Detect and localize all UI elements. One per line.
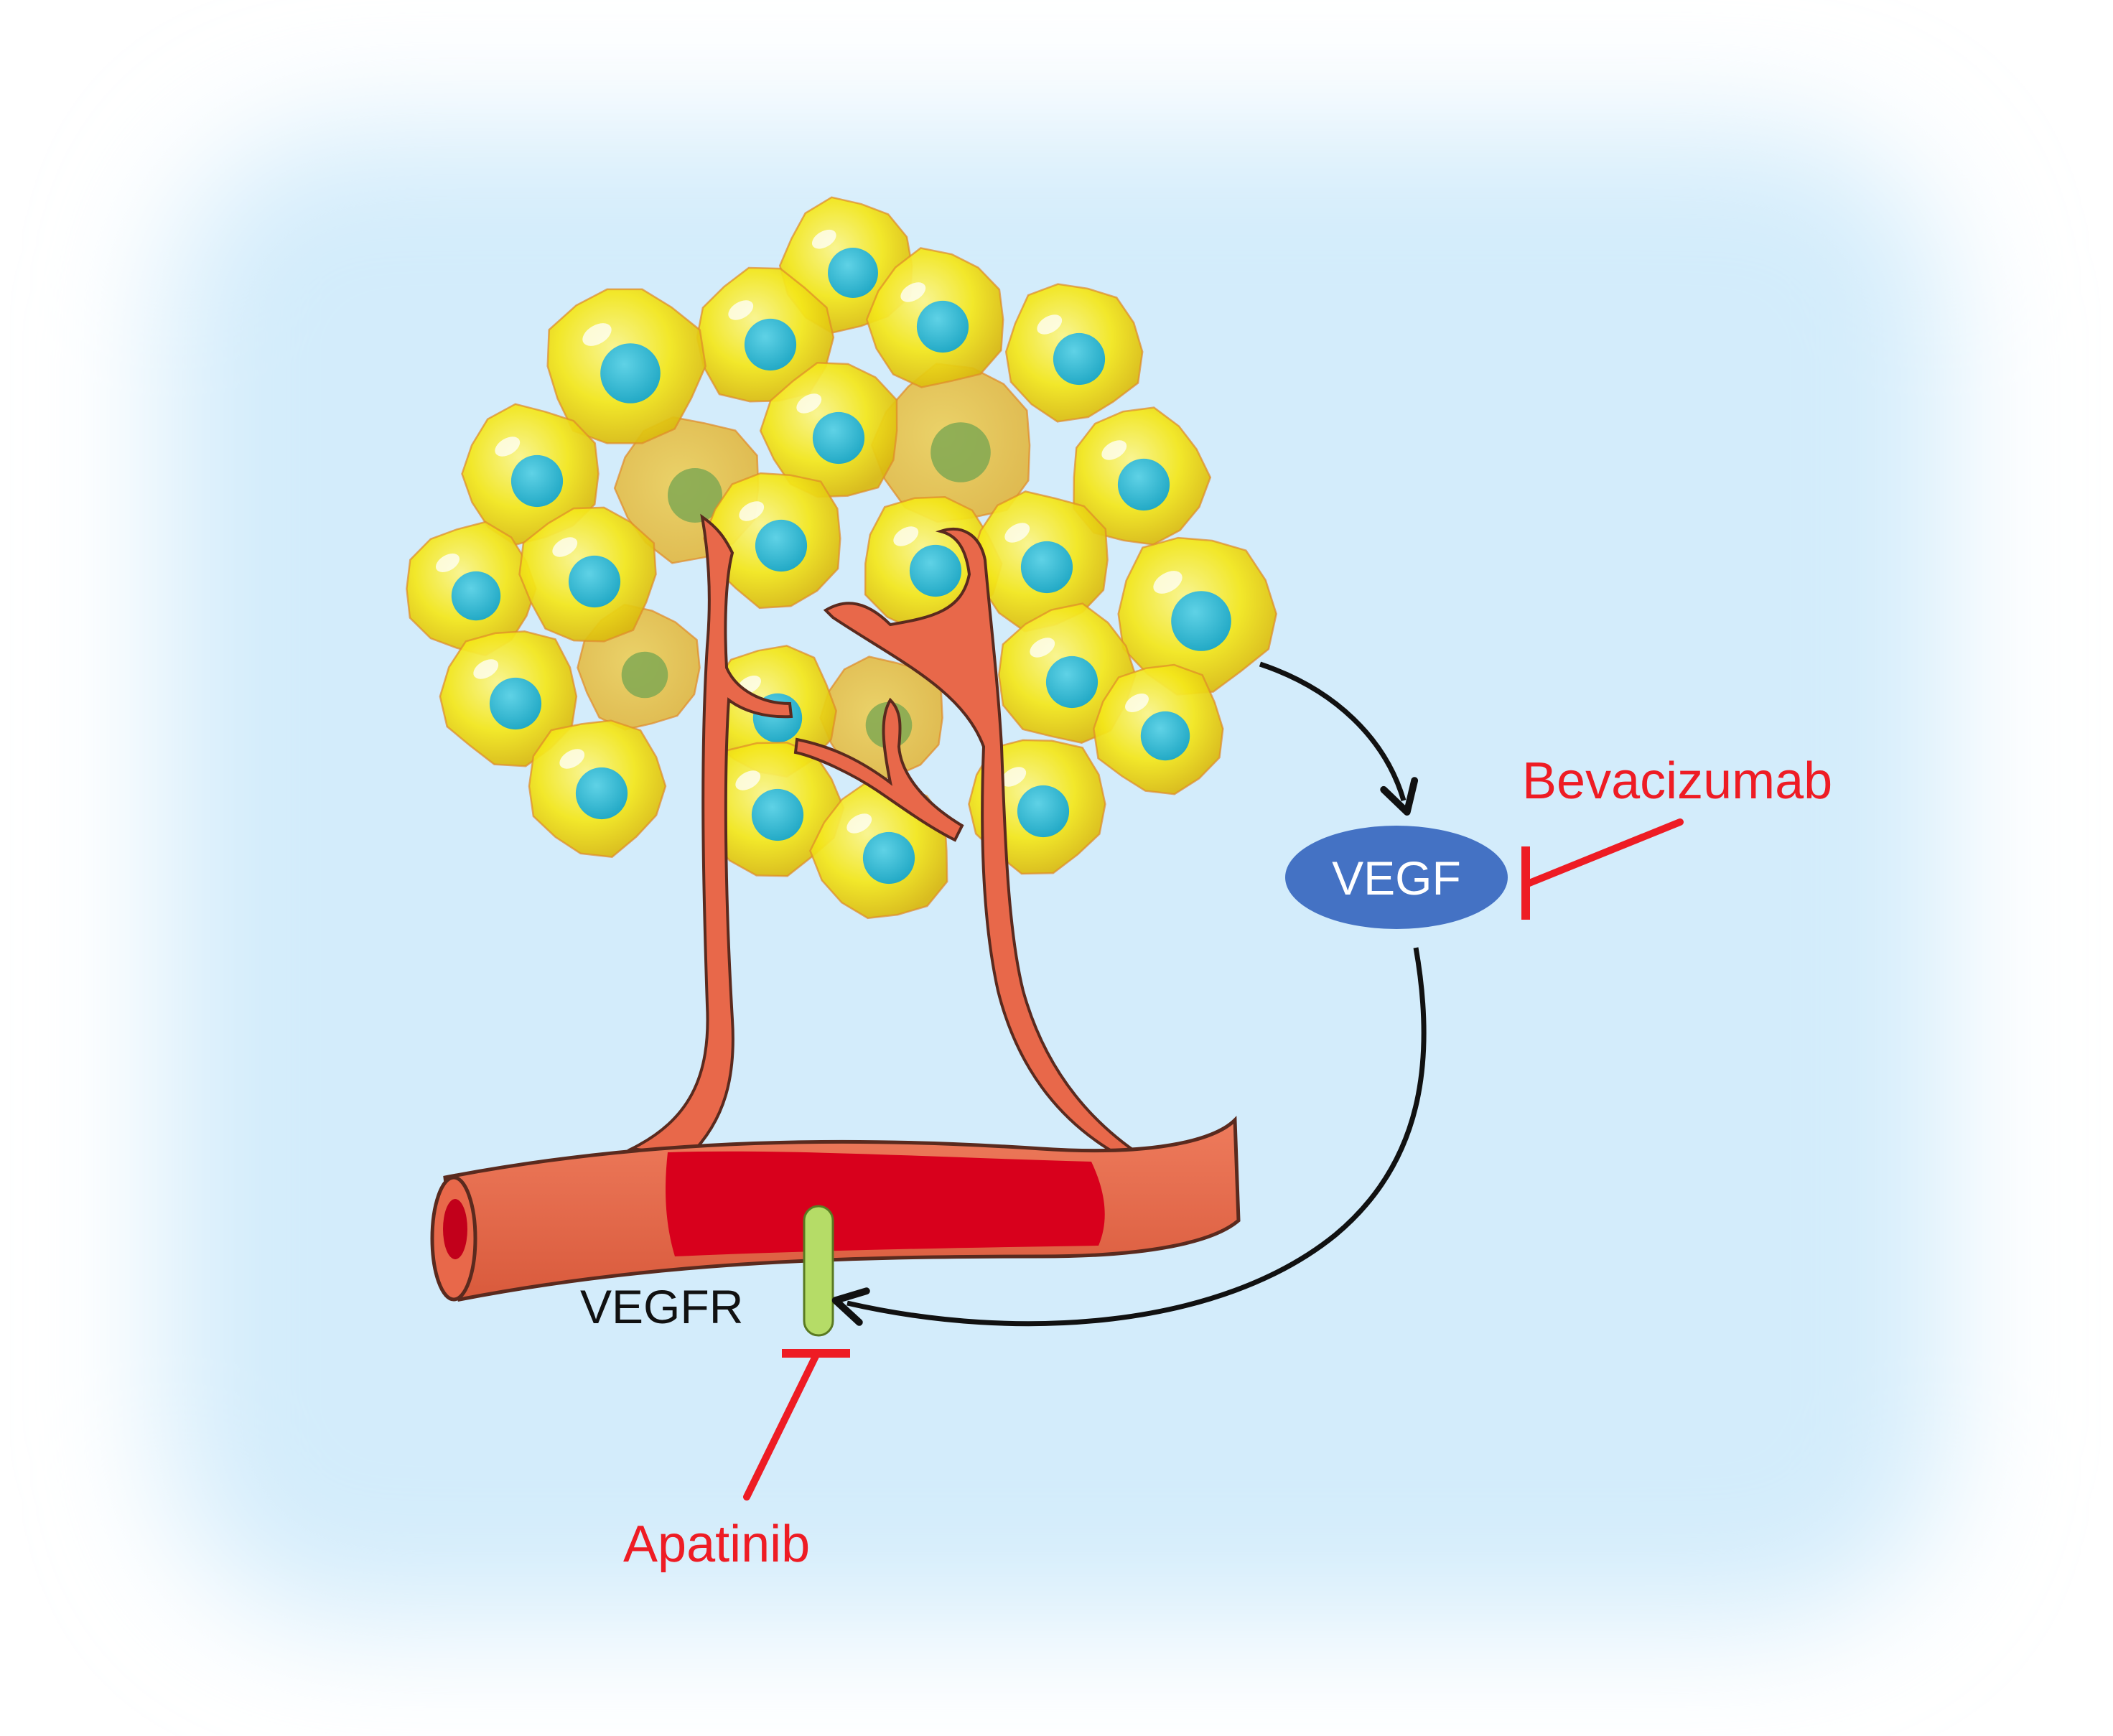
cell-nucleus [600, 343, 661, 403]
cell-nucleus [489, 677, 542, 730]
cell-nucleus [862, 831, 915, 885]
tumor-cell [702, 472, 841, 610]
cell-nucleus [916, 300, 969, 353]
cell-nucleus [1017, 785, 1070, 838]
tumor-cell [759, 362, 898, 498]
tumor-cell [528, 719, 667, 859]
tumor-cell [870, 363, 1031, 523]
vegf-ellipse [1285, 826, 1508, 929]
cell-highlight [1101, 440, 1127, 460]
apatinib-inhibition [743, 1349, 850, 1501]
cell-highlight [735, 770, 761, 790]
cell-nucleus [575, 767, 628, 820]
cell-highlight [552, 537, 578, 557]
cell-highlight [739, 501, 765, 521]
cell-highlight [811, 229, 836, 249]
tumor-cell [546, 288, 706, 444]
cell-nucleus [568, 555, 621, 608]
cell-nucleus [828, 248, 878, 298]
cell-highlight [900, 282, 926, 302]
sprouting-vessels [627, 513, 1147, 1158]
vegfr-receptor [803, 1205, 834, 1337]
cell-highlight [495, 437, 521, 457]
apatinib-label: Apatinib [623, 1516, 810, 1573]
cell-highlight [796, 393, 822, 414]
cell-highlight [1153, 571, 1183, 594]
middle-branch-vessel [793, 697, 964, 842]
cell-nucleus [751, 788, 804, 841]
tumor-cell [1117, 536, 1277, 696]
cell-nucleus [1053, 332, 1106, 386]
tumor-cell-cluster [406, 196, 1277, 920]
cell-nucleus [1045, 655, 1099, 709]
vegf-label: VEGF [1332, 851, 1461, 905]
bevacizumab-inhibition [1521, 818, 1684, 920]
cell-highlight [1004, 523, 1030, 543]
cell-nucleus [812, 411, 865, 465]
tumor-cell [1073, 406, 1212, 546]
cell-highlight [728, 300, 754, 320]
tumor-cell [1004, 283, 1144, 423]
right-sprout-vessel [823, 527, 1147, 1157]
cell-nucleus [930, 422, 991, 482]
cell-highlight [1125, 694, 1149, 712]
secretion-arrow [1259, 661, 1419, 816]
cell-nucleus [1020, 541, 1073, 594]
tumor-cell [439, 630, 578, 767]
vessel-blood-lumen [666, 1151, 1105, 1256]
apatinib-inhibitor-line [743, 1350, 821, 1501]
bevacizumab-inhibitor-line [1522, 818, 1684, 888]
bevacizumab-label: Bevacizumab [1522, 752, 1832, 810]
main-blood-vessel [430, 1116, 1241, 1302]
tumor-cell [406, 521, 537, 657]
cell-highlight [1037, 314, 1063, 335]
cell-highlight [582, 323, 612, 346]
cell-nucleus [621, 651, 668, 699]
tumor-cell [1093, 663, 1224, 795]
vessel-open-end-lumen [443, 1199, 467, 1259]
cell-highlight [1001, 767, 1027, 787]
cell-nucleus [668, 468, 722, 523]
tumor-cell [518, 506, 657, 643]
cell-nucleus [1140, 711, 1190, 761]
cell-highlight [473, 659, 499, 679]
cell-nucleus [1171, 591, 1231, 651]
cell-highlight [1030, 638, 1055, 658]
cell-nucleus [1117, 458, 1170, 511]
cell-nucleus [909, 544, 962, 597]
vegfr-label: VEGFR [580, 1280, 743, 1333]
cell-nucleus [510, 454, 564, 508]
tumor-cell [865, 247, 1004, 388]
activation-arrow [831, 947, 1427, 1327]
cell-highlight [846, 813, 872, 834]
cell-nucleus [755, 519, 808, 572]
cell-nucleus [451, 571, 501, 621]
cell-highlight [559, 749, 585, 769]
cell-highlight [436, 554, 460, 572]
cell-highlight [893, 526, 919, 546]
cell-nucleus [744, 318, 797, 371]
left-sprout-vessel [627, 513, 793, 1158]
